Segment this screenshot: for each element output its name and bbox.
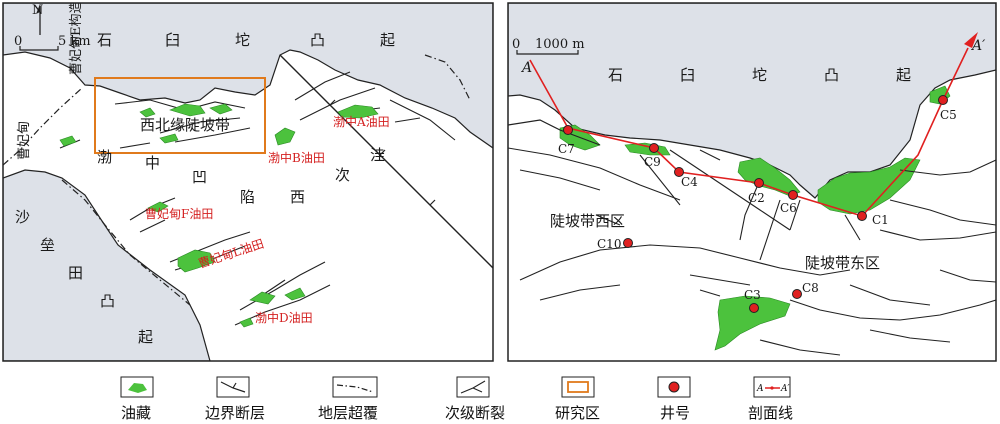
sag-char-5: 西 xyxy=(290,188,305,206)
well-label-c10: C10 xyxy=(597,237,621,251)
well-label-c3: C3 xyxy=(744,288,761,302)
field-label-bozhong-a: 渤中A油田 xyxy=(333,114,390,129)
right-secondary-faults xyxy=(508,147,996,356)
right-top-char-2: 臼 xyxy=(680,66,695,84)
left-scale-bar: 0 5 km xyxy=(14,34,91,51)
well-icon xyxy=(668,381,680,393)
well-label-c1: C1 xyxy=(872,213,889,227)
left-top-char-1: 石 xyxy=(97,31,112,49)
left-top-char-2: 臼 xyxy=(165,31,180,49)
right-top-char-1: 石 xyxy=(608,66,623,84)
sag-char-1: 渤 xyxy=(97,148,112,166)
well-label-c9: C9 xyxy=(644,155,661,169)
west-char-3: 田 xyxy=(68,264,83,282)
legend-item-section: A A′ 剖面线 xyxy=(748,376,793,422)
overlap-line-top xyxy=(424,54,471,101)
sag-char-7: 洼 xyxy=(370,146,385,164)
left-scale-zero: 0 xyxy=(14,34,22,49)
west-char-4: 凸 xyxy=(100,292,115,310)
boundary-fault-icon xyxy=(220,381,246,393)
overlap-line-south xyxy=(61,179,191,306)
left-top-uplift xyxy=(3,3,493,149)
legend-label-oil: 油藏 xyxy=(121,404,151,422)
overlap-line-west xyxy=(3,87,83,166)
section-start-label: A xyxy=(520,60,532,76)
legend-label-overlap: 地层超覆 xyxy=(318,404,378,422)
west-char-1: 沙 xyxy=(15,208,30,226)
study-area-label: 西北缘陡坡带 xyxy=(140,116,230,134)
sag-char-3: 凹 xyxy=(192,168,207,186)
west-char-2: 垒 xyxy=(40,236,55,254)
legend-item-boundary-fault: 边界断层 xyxy=(205,376,265,422)
north-arrow: N xyxy=(32,3,43,35)
sag-char-4: 陷 xyxy=(240,188,255,206)
wells xyxy=(563,95,948,313)
legend-label-section: 剖面线 xyxy=(748,404,793,422)
right-map: C7 C9 C4 C2 C6 C1 C5 C10 C3 C8 0 1000 m … xyxy=(508,3,996,356)
right-boundary-fault xyxy=(508,119,601,146)
legend-item-secondary-fault: 次级断裂 xyxy=(445,376,505,422)
legend-label-secondary-fault: 次级断裂 xyxy=(445,404,505,422)
well-label-c2: C2 xyxy=(748,191,765,205)
svg-text:A′: A′ xyxy=(780,384,790,394)
well-label-c7: C7 xyxy=(558,142,575,156)
left-west-uplift xyxy=(3,169,211,361)
secondary-fault-icon xyxy=(460,380,486,394)
west-char-5: 起 xyxy=(138,328,153,346)
left-map-frame xyxy=(2,2,494,362)
field-label-caofeidian-f: 曹妃甸F油田 xyxy=(145,207,213,221)
well-label-c4: C4 xyxy=(681,175,698,189)
left-top-char-4: 凸 xyxy=(310,31,325,49)
legend-item-oil: 油藏 xyxy=(120,376,154,422)
legend-label-study-area: 研究区 xyxy=(555,404,600,422)
left-map: N 0 5 km 石 臼 坨 凸 起 曹妃甸E构造 曹妃甸 西北缘陡坡带 渤 中… xyxy=(3,1,493,361)
field-label-caofeidian-l: 曹妃甸L油田 xyxy=(197,237,266,271)
left-top-char-5: 起 xyxy=(380,31,395,49)
oil-reservoir-icon xyxy=(128,383,147,393)
left-fault-label: 曹妃甸 xyxy=(17,121,32,160)
left-scale-length: 5 km xyxy=(58,34,91,49)
left-top-char-3: 坨 xyxy=(235,31,250,49)
section-arrow-icon xyxy=(964,32,978,48)
sag-char-6: 次 xyxy=(335,166,350,184)
right-scale-length: 1000 m xyxy=(535,37,585,52)
svg-text:A: A xyxy=(756,384,764,394)
right-top-uplift xyxy=(508,3,996,199)
zone-west-label: 陡坡带西区 xyxy=(550,212,625,230)
well-label-c5: C5 xyxy=(940,108,957,122)
well-label-c6: C6 xyxy=(780,201,797,215)
study-area-box xyxy=(94,77,266,154)
section-line-icon: A A′ xyxy=(756,384,790,394)
well-label-c8: C8 xyxy=(802,281,819,295)
right-top-char-3: 坨 xyxy=(752,66,767,84)
right-top-char-5: 起 xyxy=(896,66,911,84)
legend-item-study-area: 研究区 xyxy=(555,376,600,422)
zone-east-label: 陡坡带东区 xyxy=(805,254,880,272)
section-end-label: A′ xyxy=(970,38,986,54)
right-oil-reservoirs xyxy=(559,85,951,351)
study-area-icon xyxy=(567,381,589,393)
sag-char-2: 中 xyxy=(145,154,160,172)
right-map-frame xyxy=(507,2,997,362)
legend-label-boundary-fault: 边界断层 xyxy=(205,404,265,422)
vertical-fault-label: 曹妃甸E构造 xyxy=(69,1,84,76)
legend-item-overlap: 地层超覆 xyxy=(318,376,378,422)
legend-label-well: 井号 xyxy=(660,404,690,422)
left-oil-reservoirs xyxy=(59,103,379,328)
field-label-bozhong-d: 渤中D油田 xyxy=(255,310,313,325)
legend: 油藏 边界断层 地层超覆 次级断裂 研究区 xyxy=(120,376,793,422)
legend-item-well: 井号 xyxy=(657,376,691,422)
right-top-char-4: 凸 xyxy=(824,66,839,84)
right-scale-bar: 0 1000 m xyxy=(512,37,585,55)
north-label: N xyxy=(32,3,43,18)
right-scale-zero: 0 xyxy=(512,37,520,52)
boundary-fault-east xyxy=(279,54,493,269)
field-label-bozhong-b: 渤中B油田 xyxy=(268,150,325,165)
section-line xyxy=(529,47,969,217)
